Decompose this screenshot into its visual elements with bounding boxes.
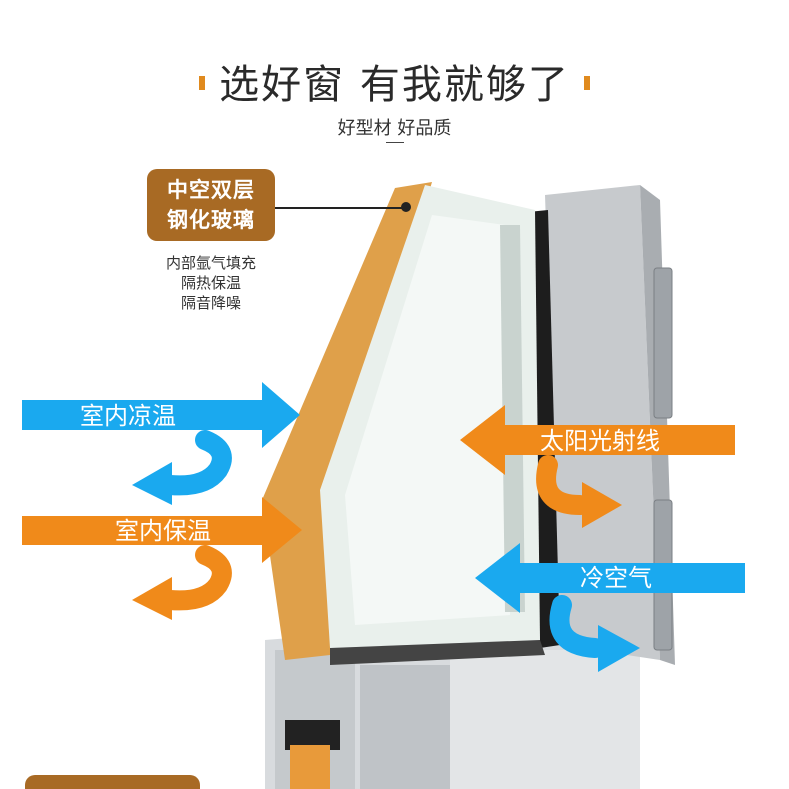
title-dot-left (199, 76, 206, 90)
hinge-top (653, 267, 673, 419)
glass-badge: 中空双层 钢化玻璃 (147, 169, 275, 241)
page-title: 选好窗 有我就够了 (0, 52, 789, 110)
glass-bottom-seal (330, 640, 545, 665)
badge-leader-line (275, 207, 405, 209)
frame-chamber (360, 665, 450, 789)
glass-badge-line1: 中空双层 (167, 178, 255, 202)
title-dot-right (583, 76, 590, 90)
arrow-indoor-warm-return (160, 545, 232, 611)
frame-right (545, 185, 660, 660)
arrow-sunlight-return (536, 455, 590, 515)
arrow-cold-air (475, 543, 745, 613)
arrow-indoor-warm (22, 497, 302, 563)
label-indoor-cool: 室内凉温 (80, 402, 176, 430)
label-sunlight: 太阳光射线 (540, 427, 660, 455)
feature-argon: 内部氩气填充 (165, 254, 256, 272)
arrow-sunlight (460, 405, 735, 475)
arrow-cold-air-head (598, 625, 640, 672)
thermal-strip (290, 745, 330, 789)
arrow-indoor-warm-head (132, 577, 172, 620)
label-cold-air: 冷空气 (580, 564, 652, 592)
feature-insulation: 隔热保温 (180, 274, 241, 292)
label-indoor-warm: 室内保温 (115, 517, 211, 545)
subtitle-underline (386, 142, 404, 143)
glass-badge-line2: 钢化玻璃 (167, 208, 255, 232)
arrow-sunlight-head (582, 482, 622, 528)
page-title-text: 选好窗 有我就够了 (219, 62, 570, 108)
next-badge-partial (25, 775, 200, 789)
badge-leader-dot (401, 202, 411, 212)
arrow-indoor-cool (22, 382, 300, 448)
frame-face (450, 650, 640, 789)
glass-pane-inner (345, 215, 510, 625)
arrow-indoor-cool-return (160, 430, 232, 496)
arrow-indoor-cool-head (132, 462, 172, 505)
page-subtitle: 好型材 好品质 (337, 118, 452, 139)
arrow-cold-air-return (549, 595, 605, 658)
glass-spacer (500, 225, 525, 612)
feature-soundproof: 隔音降噪 (180, 294, 241, 312)
